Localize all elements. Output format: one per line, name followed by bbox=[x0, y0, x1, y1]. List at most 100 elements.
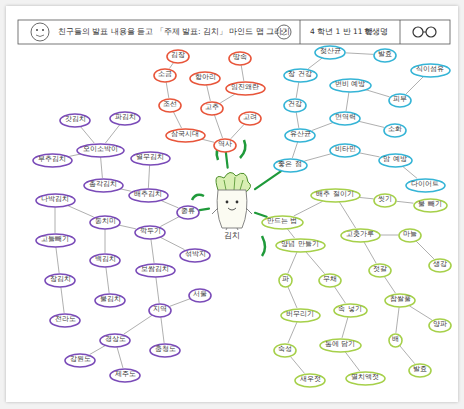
idea-bubble: 백김치 bbox=[89, 253, 121, 268]
connector-line bbox=[56, 247, 59, 272]
idea-bubble: 고춧가루 bbox=[340, 228, 381, 243]
connector bbox=[364, 242, 376, 263]
bubble-text: 땅속 bbox=[233, 54, 247, 61]
connector bbox=[309, 58, 322, 68]
idea-bubble: 지역 bbox=[148, 303, 172, 318]
bubble-text: 갓김치 bbox=[65, 116, 86, 123]
bubble-text: 역사 bbox=[218, 141, 232, 148]
connector bbox=[90, 346, 105, 354]
connector bbox=[366, 90, 389, 97]
bubble-text: 식이섬유 bbox=[416, 66, 444, 73]
connector bbox=[61, 287, 64, 312]
bubble-ellipse bbox=[311, 189, 360, 202]
connector-line bbox=[221, 94, 235, 102]
bubble-text: 파 bbox=[282, 276, 289, 283]
idea-bubble: 만드는 법 bbox=[261, 215, 304, 230]
idea-bubble: 땅속 bbox=[228, 51, 252, 66]
bubble-text: 부추김치 bbox=[38, 156, 66, 163]
bubble-text: 종류 bbox=[181, 208, 195, 215]
bubble-ellipse bbox=[330, 144, 360, 157]
bubble-ellipse bbox=[384, 124, 406, 137]
connector-line bbox=[121, 189, 131, 191]
kimchi-center: 김치 bbox=[209, 168, 255, 243]
bubble-text: 나박김치 bbox=[41, 196, 69, 203]
idea-bubble: 부추김치 bbox=[32, 153, 73, 168]
connector bbox=[400, 346, 415, 364]
idea-bubble: 건강 bbox=[283, 98, 307, 113]
connector bbox=[166, 82, 169, 97]
idea-bubble: 동치미 bbox=[89, 215, 121, 230]
connector bbox=[241, 65, 244, 80]
bubble-text: 찹쌀풀 bbox=[390, 296, 411, 303]
idea-bubble: 속 넣기 bbox=[333, 303, 368, 318]
connector-line bbox=[416, 241, 433, 258]
bubble-ellipse bbox=[110, 369, 140, 382]
bubble-text: 김장 bbox=[171, 52, 185, 59]
bubble-text: 고려 bbox=[243, 114, 257, 121]
idea-bubble: 발효 bbox=[408, 363, 432, 378]
bubble-ellipse bbox=[330, 79, 371, 92]
connector bbox=[200, 209, 209, 210]
bubble-text: 암 예방 bbox=[383, 156, 406, 163]
connector-line bbox=[202, 139, 214, 142]
bubble-text: 배추 절이기 bbox=[316, 191, 353, 198]
connector-line bbox=[61, 287, 64, 312]
idea-bubble: 식이섬유 bbox=[410, 63, 451, 78]
connector bbox=[288, 322, 297, 342]
connector bbox=[174, 112, 182, 127]
bubble-ellipse bbox=[177, 206, 199, 219]
bubble-text: 마늘 bbox=[403, 231, 417, 238]
bubble-text: 동치미 bbox=[95, 218, 116, 225]
connector-line bbox=[346, 92, 349, 110]
bubble-ellipse bbox=[285, 129, 315, 142]
idea-bubble: 다이어트 bbox=[405, 178, 446, 193]
connector-line bbox=[170, 63, 174, 68]
bubble-ellipse bbox=[429, 319, 451, 332]
bubble-text: 피부 bbox=[393, 96, 407, 103]
bubble-text: 변비 예방 bbox=[335, 81, 365, 88]
idea-bubble: 고려 bbox=[238, 111, 262, 126]
bubble-text: 씻기 bbox=[378, 196, 392, 203]
idea-bubble: 새우젓 bbox=[294, 373, 326, 388]
bubble-ellipse bbox=[414, 199, 447, 212]
idea-bubble: 피부 bbox=[388, 93, 412, 108]
idea-bubble: 깍두기 bbox=[134, 225, 166, 240]
connector-line bbox=[106, 125, 120, 143]
connector bbox=[345, 352, 359, 371]
idea-bubble: 고들빼기 bbox=[35, 233, 76, 248]
bubble-ellipse bbox=[374, 49, 396, 62]
bubble-text: 물김치 bbox=[100, 296, 121, 303]
bubble-text: 무채 bbox=[323, 276, 337, 283]
connector-line bbox=[288, 287, 297, 308]
connector bbox=[170, 63, 174, 68]
connector bbox=[106, 125, 120, 143]
connector bbox=[121, 189, 131, 191]
connector-line bbox=[309, 58, 322, 68]
connector-line bbox=[241, 65, 244, 80]
connector-line bbox=[340, 202, 356, 227]
connector-line bbox=[335, 287, 346, 303]
bubble-text: 고들빼기 bbox=[41, 236, 69, 243]
idea-bubble: 김장 bbox=[166, 49, 190, 64]
bubble-text: 속 넣기 bbox=[338, 306, 361, 313]
bubble-ellipse bbox=[90, 216, 120, 229]
connector bbox=[124, 315, 152, 333]
bubble-text: 경상도 bbox=[105, 336, 126, 343]
bubble-ellipse bbox=[189, 289, 211, 302]
bubble-ellipse bbox=[159, 99, 181, 112]
connector-line bbox=[106, 267, 109, 292]
connector-line bbox=[400, 346, 415, 364]
bubble-text: 열무김치 bbox=[136, 154, 164, 161]
connector bbox=[70, 154, 80, 156]
bubble-ellipse bbox=[429, 259, 451, 272]
bubble-text: 강원도 bbox=[70, 356, 91, 363]
connector bbox=[385, 277, 396, 293]
connector bbox=[288, 287, 297, 308]
connector-line bbox=[294, 201, 322, 215]
connector bbox=[207, 85, 211, 100]
bubble-ellipse bbox=[369, 264, 391, 277]
connector-line bbox=[226, 152, 228, 167]
idea-bubble: 강원도 bbox=[64, 353, 96, 368]
bubble-text: 양념 만들기 bbox=[281, 241, 318, 248]
idea-bubble: 오이소박이 bbox=[76, 143, 125, 158]
